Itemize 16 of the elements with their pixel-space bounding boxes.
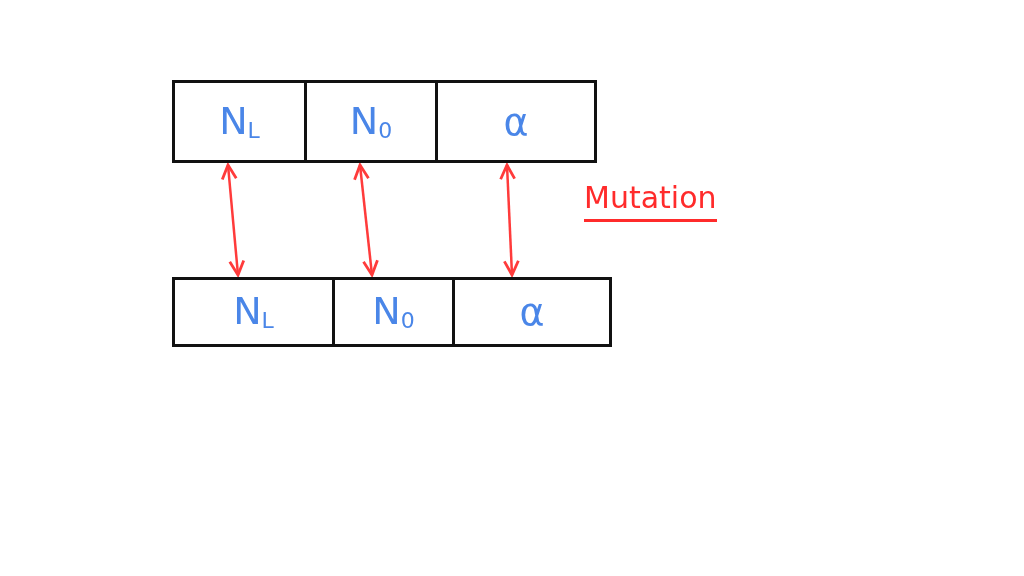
cell-symbol: N$_{L}$ — [233, 292, 274, 332]
cell-symbol: N$_{L}$ — [219, 101, 260, 142]
cell-symbol: N$_{0}$ — [349, 101, 393, 142]
double-arrow — [353, 163, 379, 277]
table-cell — [304, 80, 438, 163]
table-cell — [332, 277, 455, 347]
table-cell — [452, 277, 612, 347]
table-cell — [172, 80, 307, 163]
cell-symbol: α — [503, 102, 529, 141]
table-cell — [172, 277, 335, 347]
underlined-label: Mutation — [584, 180, 717, 222]
cell-symbol: N$_{0}$ — [372, 292, 415, 332]
double-arrow — [499, 163, 520, 277]
double-arrow — [220, 163, 246, 277]
cell-symbol: α — [519, 293, 545, 331]
table-cell — [435, 80, 597, 163]
